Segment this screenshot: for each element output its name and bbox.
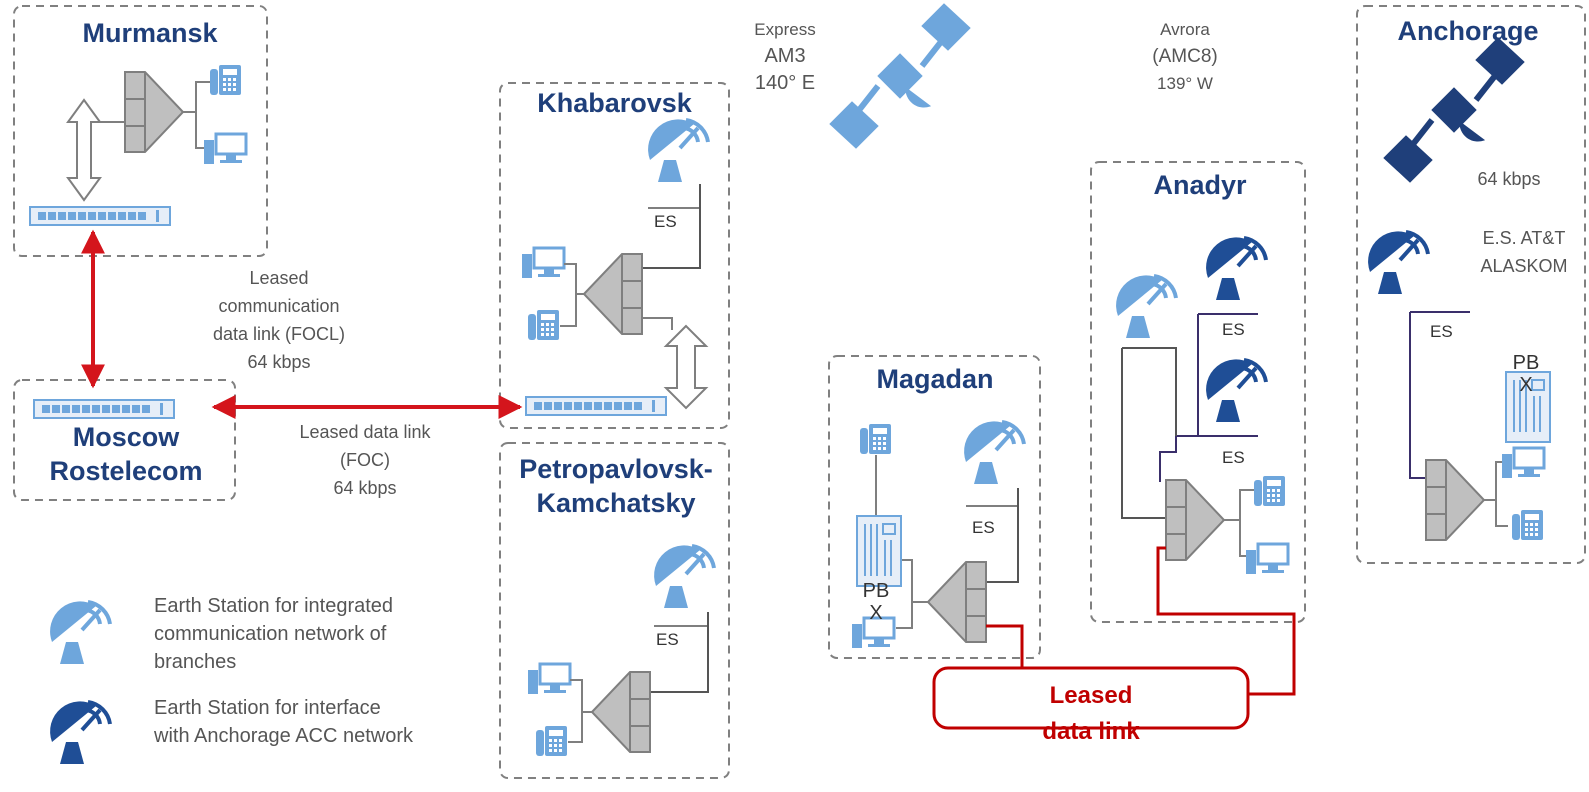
khabarovsk-double-arrow <box>663 324 709 410</box>
khabarovsk-box <box>499 82 730 429</box>
anadyr-title: Anadyr <box>1153 170 1247 200</box>
es-label-petropavlovsk: ES <box>656 630 679 649</box>
anchorage-box <box>1356 5 1586 564</box>
petropavlovsk-box <box>499 442 730 779</box>
anadyr-box <box>1090 161 1306 623</box>
express-satellite-icon <box>830 4 970 148</box>
anchorage-rate-label: 64 kbps <box>1477 169 1541 189</box>
moscow-title: Moscow Rostelecom <box>49 422 203 486</box>
legend-dark-dish-icon <box>48 699 112 766</box>
anchorage-station-label: E.S. AT&T ALASKOM <box>1480 228 1568 276</box>
murmansk-box <box>13 5 268 257</box>
avrora-satellite-label: Avrora (AMC8) 139° W <box>1152 20 1218 93</box>
focl-link-label: Leased communication data link (FOCL) 64… <box>212 268 346 372</box>
murmansk-double-arrow <box>66 98 102 202</box>
khabarovsk-title: Khabarovsk <box>537 88 692 118</box>
murmansk-title: Murmansk <box>82 18 218 48</box>
pbx-label-anchorage: PB X <box>1512 352 1540 396</box>
legend-light-dish-icon <box>48 599 112 666</box>
es-label-anchorage: ES <box>1430 322 1453 341</box>
leased-data-link-label: Leased data link <box>1042 682 1140 745</box>
es-label-anadyr-1: ES <box>1222 320 1245 339</box>
es-label-khabarovsk: ES <box>654 212 677 231</box>
express-satellite-label: Express AM3 140° E <box>754 20 816 94</box>
legend-interface-text: Earth Station for interface with Anchora… <box>154 697 414 747</box>
leased-data-link-box <box>932 666 1250 730</box>
pbx-label-magadan: PB X <box>862 580 890 624</box>
moscow-box <box>13 379 236 501</box>
magadan-box <box>828 355 1041 659</box>
petropavlovsk-title: Petropavlovsk- Kamchatsky <box>519 454 713 518</box>
anchorage-title: Anchorage <box>1397 16 1539 46</box>
magadan-title: Magadan <box>876 364 994 394</box>
foc-link-label: Leased data link (FOC) 64 kbps <box>299 422 431 498</box>
avrora-satellite-icon <box>1384 38 1524 182</box>
legend-integrated-text: Earth Station for integrated communicati… <box>154 595 394 673</box>
es-label-magadan: ES <box>972 518 995 537</box>
es-label-anadyr-2: ES <box>1222 448 1245 467</box>
